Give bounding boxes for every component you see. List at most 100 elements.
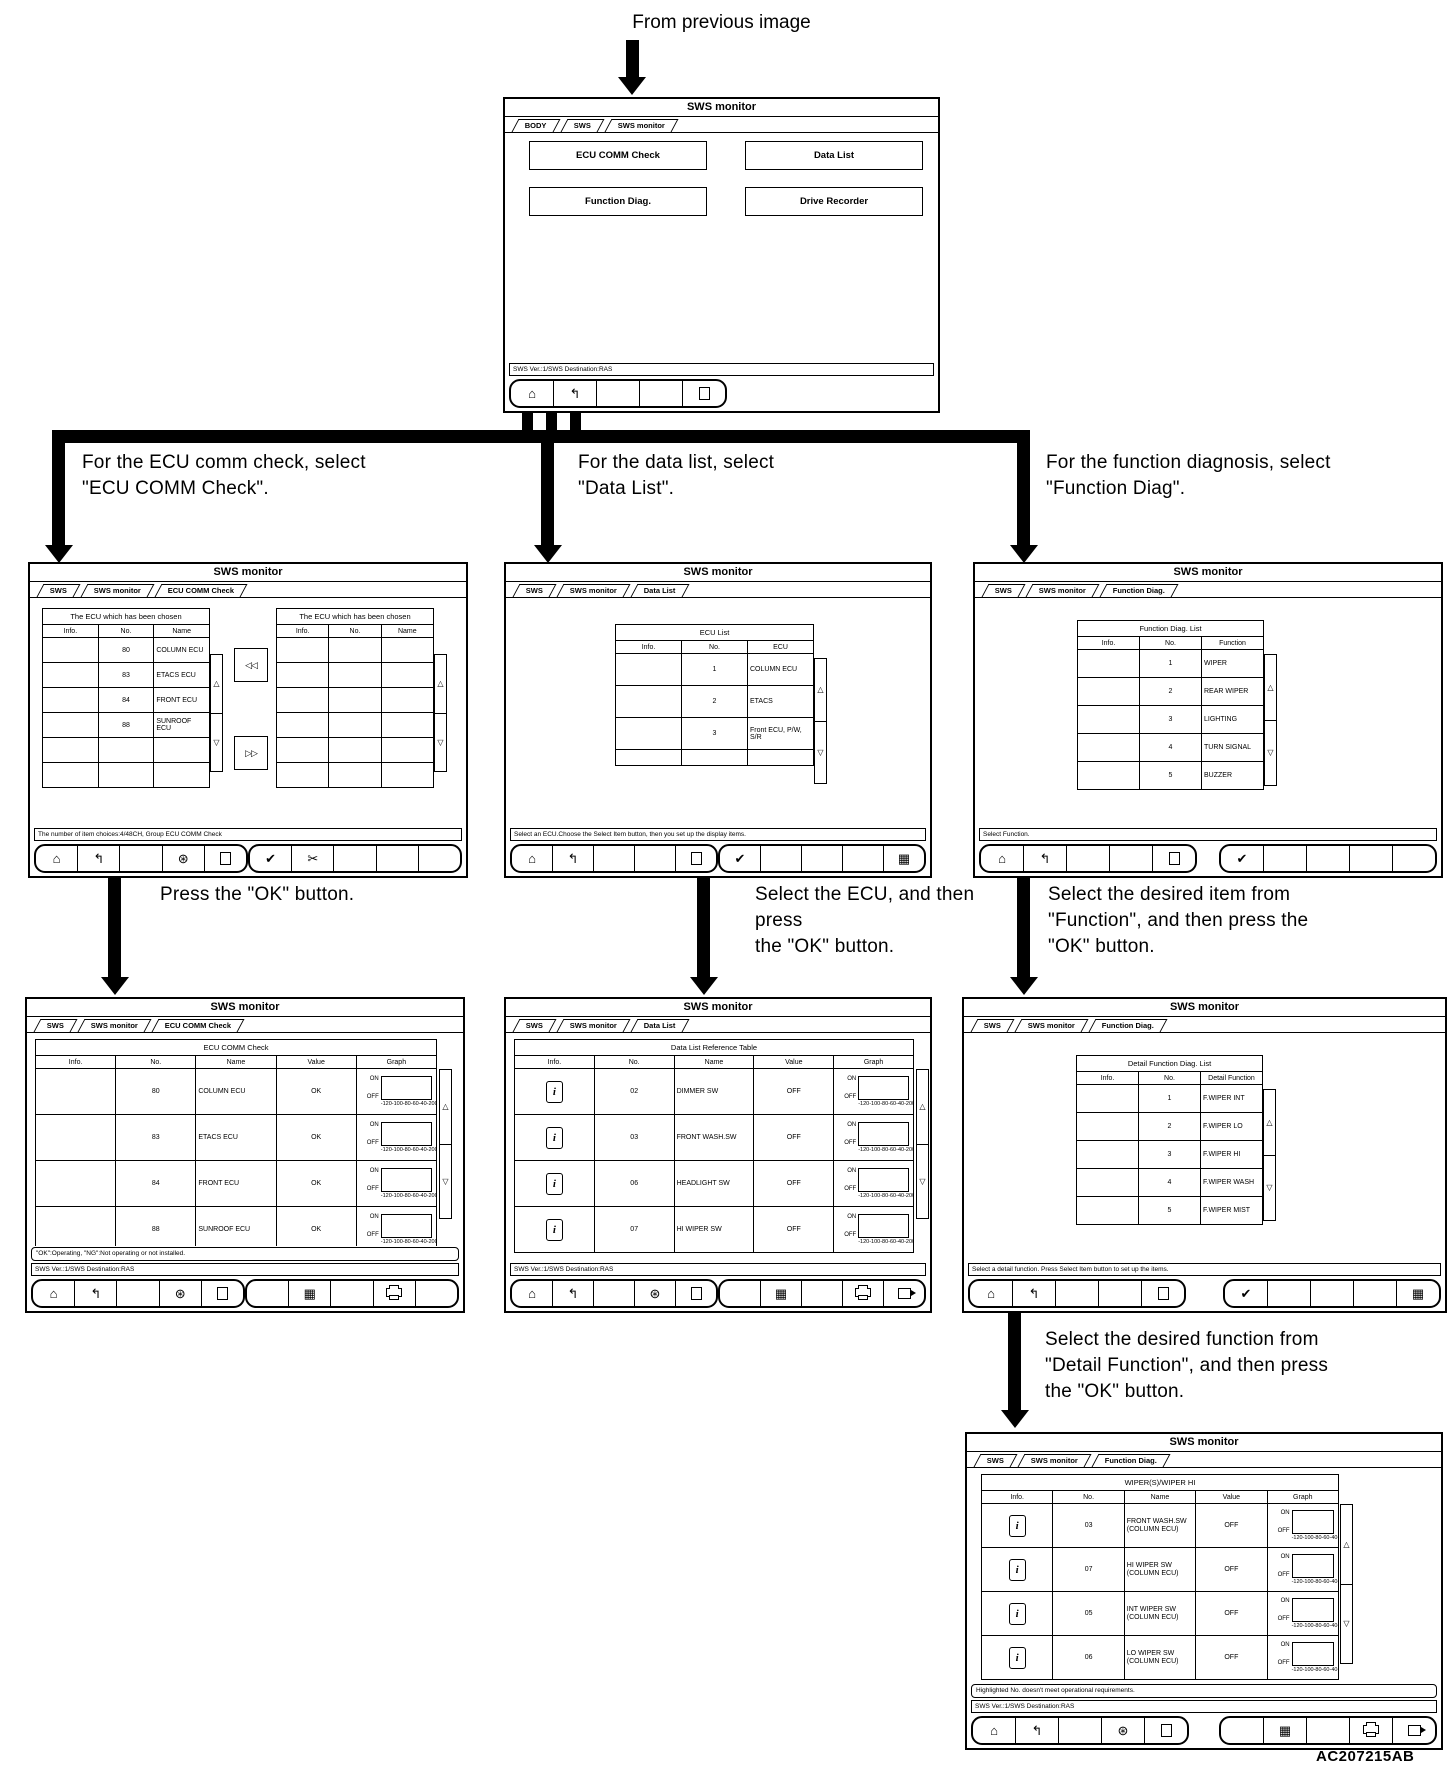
grid-view-button[interactable]: ▦: [1264, 1718, 1307, 1743]
blank-button[interactable]: [640, 381, 683, 406]
sphere-button[interactable]: ⊛: [635, 1281, 676, 1306]
scroll-down-button[interactable]: ▽: [440, 1143, 451, 1219]
scroll-down-button[interactable]: ▽: [815, 720, 826, 784]
return-button[interactable]: ↰: [1016, 1718, 1059, 1743]
print-button[interactable]: [843, 1281, 884, 1306]
select-item-button[interactable]: ▦: [884, 846, 924, 871]
scroll-down-button[interactable]: ▽: [1264, 1154, 1275, 1221]
blank-button[interactable]: [416, 1281, 457, 1306]
info-icon[interactable]: i: [545, 1080, 563, 1103]
record-button[interactable]: [884, 1281, 924, 1306]
scroll-up-button[interactable]: △: [815, 659, 826, 721]
scroll-up-button[interactable]: △: [440, 1070, 451, 1144]
scroll-up-button[interactable]: △: [1264, 1090, 1275, 1155]
return-button[interactable]: ↰: [1013, 1281, 1056, 1306]
blank-button[interactable]: [120, 846, 163, 871]
table-row[interactable]: [615, 749, 814, 766]
blank-button[interactable]: [1056, 1281, 1099, 1306]
tab-sws[interactable]: SWS: [973, 1454, 1018, 1467]
blank-button[interactable]: [843, 846, 884, 871]
info-icon[interactable]: i: [1008, 1646, 1026, 1669]
tab-sws[interactable]: SWS: [36, 584, 81, 597]
tab-sws-monitor[interactable]: SWS monitor: [80, 584, 155, 597]
table-row[interactable]: [42, 737, 210, 763]
tab-sws-monitor[interactable]: SWS monitor: [77, 1019, 152, 1032]
page-copy-button[interactable]: [1145, 1718, 1187, 1743]
ecu-comm-check-button[interactable]: ECU COMM Check: [529, 141, 707, 170]
tab-sws-monitor[interactable]: SWS monitor: [1025, 584, 1100, 597]
tab-sws[interactable]: SWS: [560, 119, 605, 132]
info-icon[interactable]: i: [545, 1126, 563, 1149]
tab-sws-monitor[interactable]: SWS monitor: [556, 1019, 631, 1032]
scroll-up-button[interactable]: △: [1341, 1505, 1352, 1584]
blank-button[interactable]: [1307, 846, 1350, 871]
table-row[interactable]: [275, 762, 435, 788]
blank-button[interactable]: [1221, 1718, 1264, 1743]
blank-button[interactable]: [761, 846, 802, 871]
tab-data-list[interactable]: Data List: [630, 584, 690, 597]
table-row[interactable]: [42, 762, 210, 788]
blank-button[interactable]: [1067, 846, 1110, 871]
tab-function-diag[interactable]: Function Diag.: [1088, 1019, 1168, 1032]
blank-button[interactable]: [331, 1281, 374, 1306]
blank-button[interactable]: [1110, 846, 1153, 871]
print-button[interactable]: [374, 1281, 416, 1306]
home-button[interactable]: ⌂: [973, 1718, 1016, 1743]
home-button[interactable]: ⌂: [512, 1281, 553, 1306]
blank-button[interactable]: [1059, 1718, 1102, 1743]
tab-body[interactable]: BODY: [511, 119, 561, 132]
return-button[interactable]: ↰: [553, 846, 594, 871]
blank-button[interactable]: [1350, 846, 1393, 871]
blank-button[interactable]: [1099, 1281, 1142, 1306]
grid-view-button[interactable]: ▦: [761, 1281, 802, 1306]
tab-function-diag[interactable]: Function Diag.: [1091, 1454, 1171, 1467]
table-row[interactable]: [275, 712, 435, 738]
blank-button[interactable]: [802, 846, 843, 871]
tab-function-diag[interactable]: Function Diag.: [1099, 584, 1179, 597]
blank-button[interactable]: [1307, 1718, 1350, 1743]
function-diag-button[interactable]: Function Diag.: [529, 187, 707, 216]
scroll-up-button[interactable]: △: [917, 1070, 928, 1144]
blank-button[interactable]: [1354, 1281, 1397, 1306]
blank-button[interactable]: [377, 846, 419, 871]
sphere-button[interactable]: ⊛: [160, 1281, 202, 1306]
info-icon[interactable]: i: [1008, 1558, 1026, 1581]
blank-button[interactable]: [247, 1281, 290, 1306]
transfer-left-button[interactable]: ◁◁: [234, 648, 268, 682]
blank-button[interactable]: [334, 846, 377, 871]
info-icon[interactable]: i: [545, 1218, 563, 1241]
home-button[interactable]: ⌂: [981, 846, 1024, 871]
select-item-button[interactable]: ▦: [1397, 1281, 1439, 1306]
data-list-button[interactable]: Data List: [745, 141, 923, 170]
page-copy-button[interactable]: [676, 1281, 716, 1306]
page-copy-button[interactable]: [683, 381, 725, 406]
scroll-down-button[interactable]: ▽: [211, 712, 222, 772]
tab-sws-monitor[interactable]: SWS monitor: [1017, 1454, 1092, 1467]
blank-button[interactable]: [594, 846, 635, 871]
scroll-up-button[interactable]: △: [1265, 655, 1276, 720]
ok-button[interactable]: ✔: [1221, 846, 1264, 871]
scroll-up-button[interactable]: △: [435, 655, 446, 713]
scroll-down-button[interactable]: ▽: [1265, 719, 1276, 786]
scroll-down-button[interactable]: ▽: [917, 1143, 928, 1219]
tab-sws-monitor[interactable]: SWS monitor: [1014, 1019, 1089, 1032]
blank-button[interactable]: [635, 846, 676, 871]
ok-button[interactable]: ✔: [720, 846, 761, 871]
home-button[interactable]: ⌂: [970, 1281, 1013, 1306]
record-button[interactable]: [1393, 1718, 1435, 1743]
print-button[interactable]: [1350, 1718, 1393, 1743]
home-button[interactable]: ⌂: [512, 846, 553, 871]
tab-ecu-comm-check[interactable]: ECU COMM Check: [151, 1019, 245, 1032]
